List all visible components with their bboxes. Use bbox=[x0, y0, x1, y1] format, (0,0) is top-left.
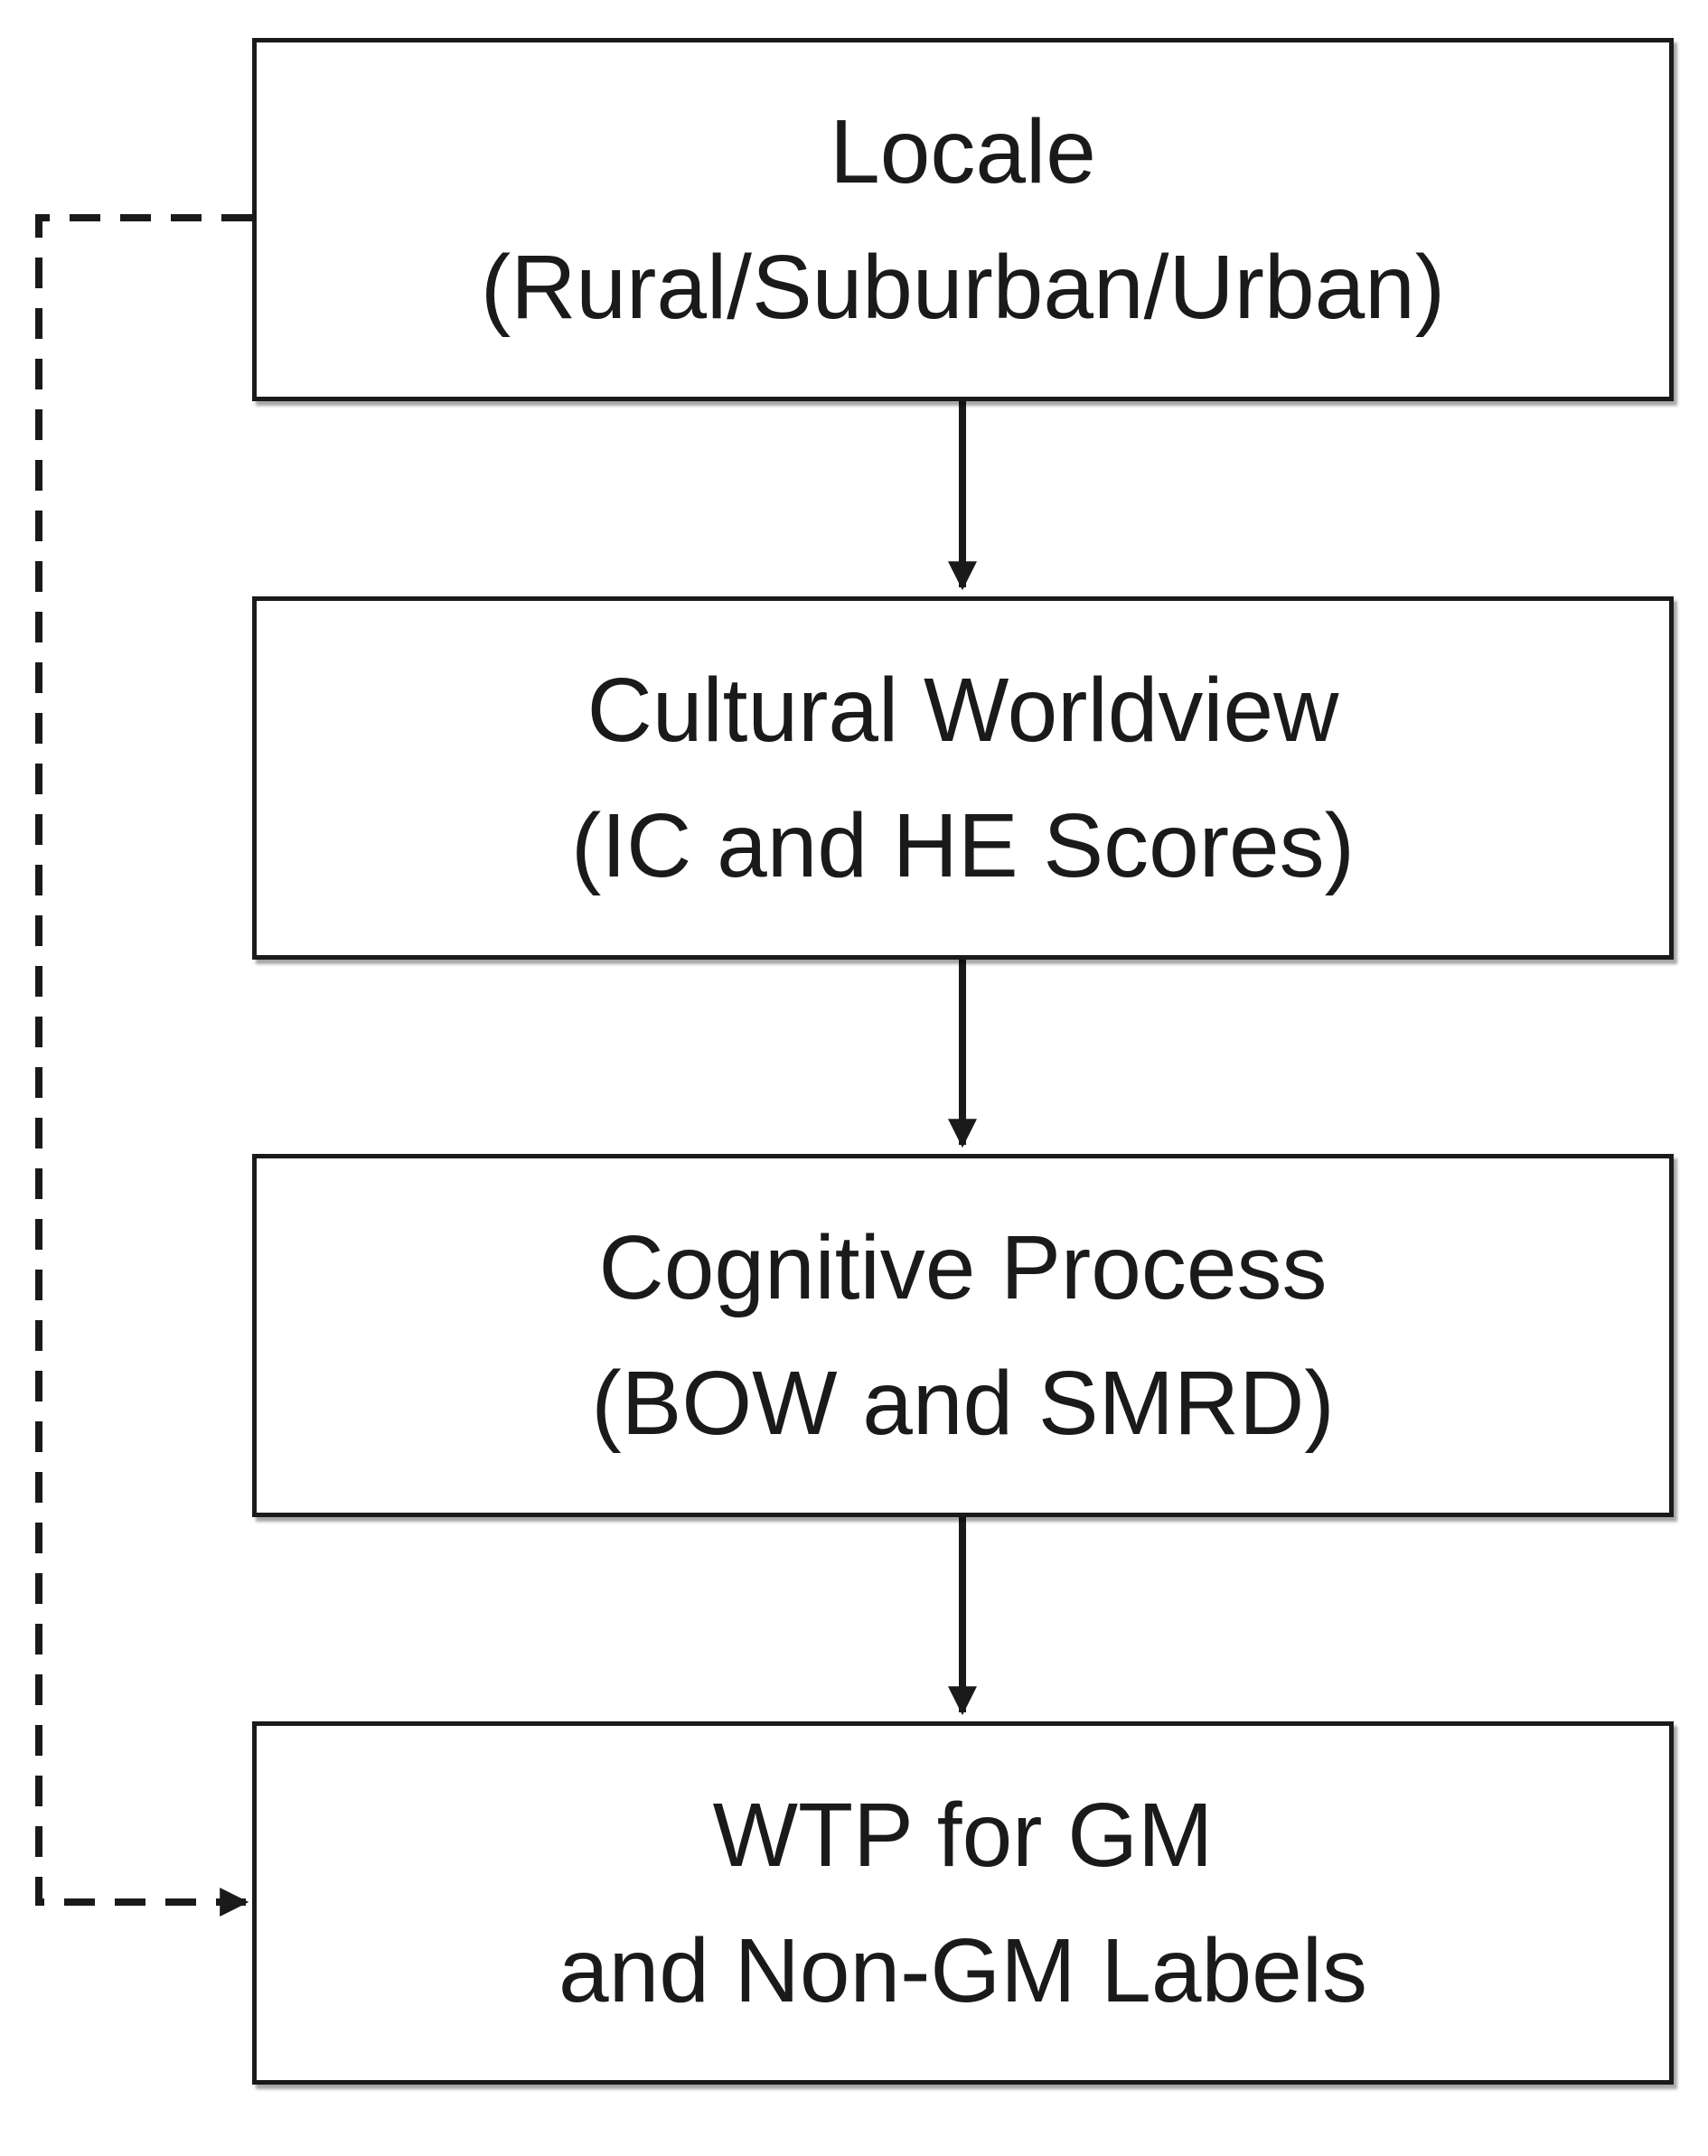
node-locale-subtitle: (Rural/Suburban/Urban) bbox=[480, 237, 1446, 338]
node-locale: Locale (Rural/Suburban/Urban) bbox=[252, 38, 1674, 401]
node-locale-title: Locale bbox=[830, 101, 1096, 202]
node-cultural-worldview-title: Cultural Worldview bbox=[587, 660, 1339, 761]
node-wtp-title: WTP for GM bbox=[712, 1785, 1214, 1886]
node-wtp-subtitle: and Non-GM Labels bbox=[558, 1920, 1367, 2021]
node-cognitive-process-title: Cognitive Process bbox=[598, 1217, 1328, 1318]
node-cognitive-process: Cognitive Process (BOW and SMRD) bbox=[252, 1154, 1674, 1517]
node-cultural-worldview-subtitle: (IC and HE Scores) bbox=[571, 795, 1355, 896]
node-cognitive-process-subtitle: (BOW and SMRD) bbox=[591, 1353, 1335, 1454]
dashed-arrow-locale-to-wtp bbox=[35, 214, 252, 1917]
node-wtp: WTP for GM and Non-GM Labels bbox=[252, 1721, 1674, 2085]
node-cultural-worldview: Cultural Worldview (IC and HE Scores) bbox=[252, 596, 1674, 960]
